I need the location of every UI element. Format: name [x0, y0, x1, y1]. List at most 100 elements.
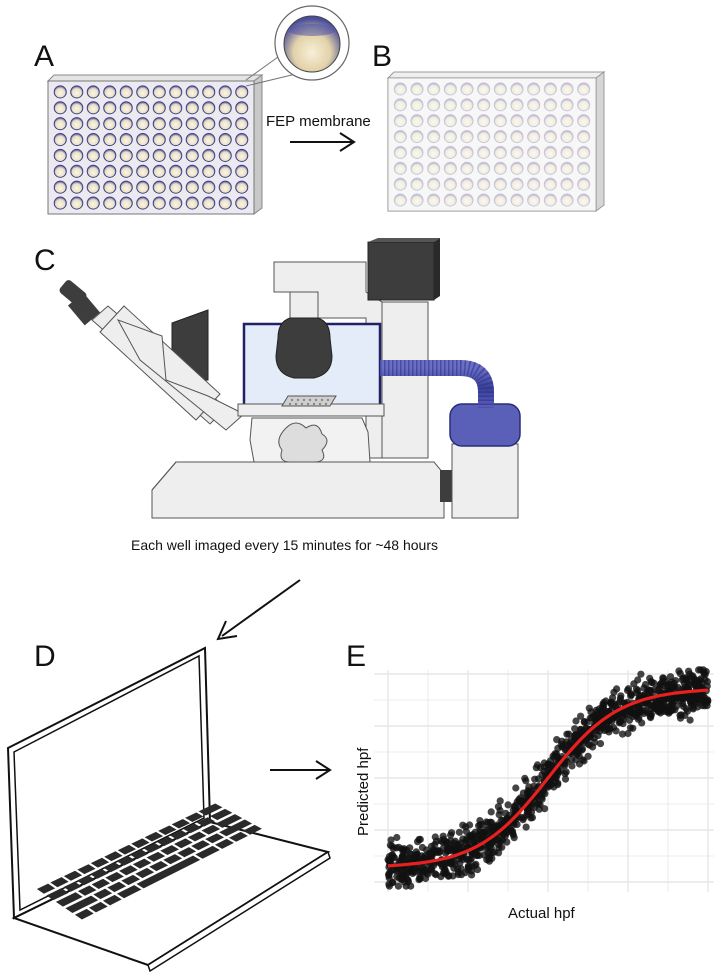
- keyboard-key: [195, 845, 220, 859]
- well: [577, 114, 591, 128]
- well: [443, 161, 457, 175]
- scatter-point: [686, 716, 694, 724]
- well: [543, 98, 557, 112]
- well: [185, 148, 199, 162]
- well: [119, 117, 133, 131]
- well: [86, 133, 100, 147]
- keyboard-key: [144, 831, 164, 842]
- well: [393, 193, 407, 207]
- well: [443, 193, 457, 207]
- well: [235, 148, 249, 162]
- well: [460, 98, 474, 112]
- keyboard-key: [156, 836, 176, 847]
- well: [510, 193, 524, 207]
- scatter-point: [442, 838, 451, 846]
- scatter-point: [463, 834, 471, 843]
- scatter-point: [532, 764, 540, 772]
- well: [510, 130, 524, 144]
- scatter-point: [445, 844, 453, 853]
- scatter-point: [410, 868, 418, 876]
- plate-b-wells: [393, 82, 591, 207]
- well: [70, 101, 84, 115]
- scatter-point: [561, 775, 570, 783]
- scatter-point: [395, 843, 403, 851]
- well: [577, 145, 591, 159]
- well: [427, 145, 441, 159]
- keyboard-key: [198, 803, 223, 816]
- well: [169, 196, 183, 210]
- well: [460, 130, 474, 144]
- scatter-point: [677, 711, 685, 719]
- scatter-point: [475, 822, 483, 830]
- light-sheet-microscope: [59, 238, 521, 519]
- well: [152, 148, 166, 162]
- well: [510, 98, 524, 112]
- scatter-point: [578, 746, 586, 754]
- keyboard-key: [191, 840, 211, 851]
- keyboard-key: [63, 870, 83, 881]
- well: [235, 133, 249, 147]
- well: [86, 85, 100, 99]
- scatter-point: [636, 703, 644, 711]
- scatter-point: [549, 752, 557, 760]
- scatter-point: [536, 800, 544, 809]
- well: [460, 82, 474, 96]
- well: [235, 164, 249, 178]
- keyboard-key: [215, 814, 243, 828]
- scatter-point: [392, 865, 401, 874]
- well: [493, 177, 507, 191]
- scatter-point: [694, 693, 702, 701]
- well: [185, 196, 199, 210]
- scatter-point: [432, 837, 440, 846]
- well: [53, 180, 67, 194]
- scatter-point: [499, 836, 507, 844]
- scatter-point: [675, 667, 683, 675]
- scatter-point: [624, 729, 632, 738]
- scatter-point: [534, 775, 543, 783]
- well: [70, 164, 84, 178]
- well: [202, 164, 216, 178]
- well: [218, 148, 232, 162]
- well: [427, 130, 441, 144]
- well: [493, 161, 507, 175]
- well: [543, 145, 557, 159]
- keyboard-key: [149, 861, 169, 872]
- well: [218, 196, 232, 210]
- scatter-point: [637, 670, 645, 678]
- well: [443, 98, 457, 112]
- well: [103, 148, 117, 162]
- well-plate-b: [386, 71, 606, 212]
- well: [410, 161, 424, 175]
- scatter-point: [665, 695, 673, 703]
- keyboard-key: [171, 818, 191, 829]
- scatter-point: [512, 784, 520, 792]
- laptop-keyboard: [36, 803, 262, 920]
- scatter-point: [394, 882, 402, 890]
- well: [393, 82, 407, 96]
- well-plate-a: [46, 74, 264, 215]
- keyboard-key: [187, 831, 207, 842]
- well: [70, 180, 84, 194]
- well: [527, 98, 541, 112]
- scatter-point: [494, 803, 502, 811]
- keyboard-key: [107, 881, 127, 893]
- well: [493, 82, 507, 96]
- keyboard-key: [119, 865, 138, 876]
- well: [53, 133, 67, 147]
- well: [427, 98, 441, 112]
- keyboard-key: [183, 823, 202, 834]
- scatter-point: [423, 846, 431, 854]
- fit-line: [387, 688, 709, 868]
- well: [560, 145, 574, 159]
- well: [427, 82, 441, 96]
- keyboard-key: [103, 862, 122, 873]
- well: [510, 177, 524, 191]
- well: [119, 101, 133, 115]
- arrow-c-to-d: [216, 579, 301, 641]
- well: [477, 130, 491, 144]
- keyboard-key: [219, 819, 253, 837]
- well: [560, 82, 574, 96]
- well: [86, 117, 100, 131]
- well: [119, 85, 133, 99]
- well: [185, 133, 199, 147]
